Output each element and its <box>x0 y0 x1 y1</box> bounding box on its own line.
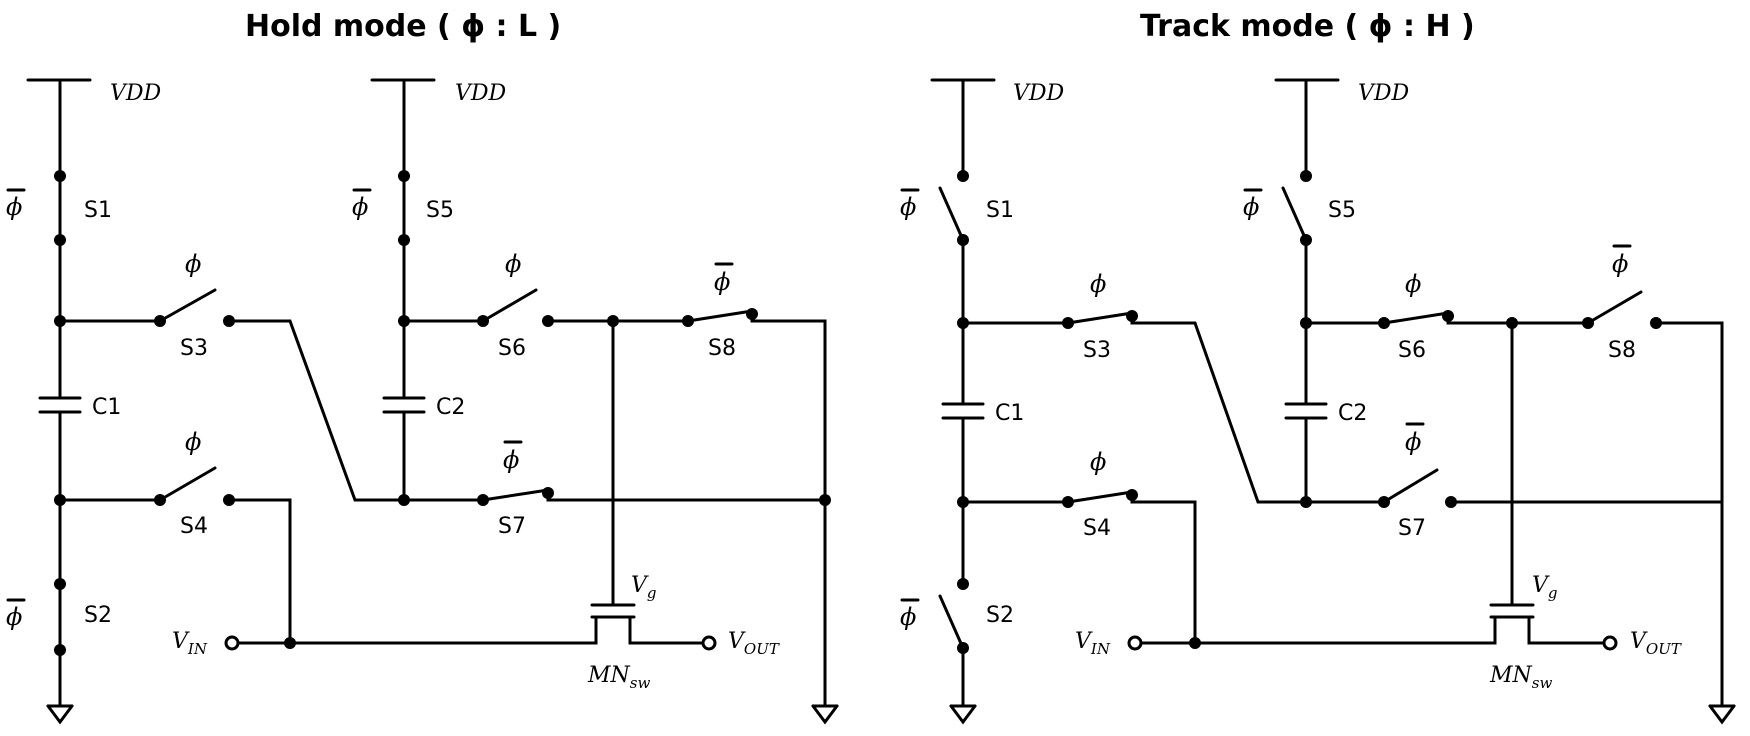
switch-s4: S4 ϕ <box>154 428 235 539</box>
switch-label: S4 <box>1083 516 1111 541</box>
switch-s5: S5 ϕ <box>1243 170 1356 325</box>
switch-s1: S1 ϕ <box>900 170 1014 325</box>
vdd-label: VDD <box>110 81 162 106</box>
capacitor-label: C2 <box>436 395 465 420</box>
vout-label: VOUT <box>728 629 780 658</box>
phi-label: ϕ <box>505 250 521 278</box>
phi-label: ϕ <box>1090 448 1106 476</box>
switch-s7: S7 ϕ <box>477 440 554 539</box>
hold-mode-title: Hold mode ( ϕ : L ) <box>245 9 561 44</box>
switch-label: S7 <box>498 514 526 539</box>
switch-label: S2 <box>84 603 112 628</box>
switch-label: S6 <box>1398 338 1426 363</box>
vin-label: VIN <box>1075 629 1111 658</box>
vdd-rail-left: VDD <box>930 78 1065 177</box>
track-mode-panel: Track mode ( ϕ : H ) VDD VDD S1 ϕ <box>900 9 1736 725</box>
vdd-label: VDD <box>1013 81 1065 106</box>
switch-s6: S6 ϕ <box>1378 270 1454 363</box>
switch-s6: S6 ϕ <box>477 250 554 361</box>
phi-bar-label: ϕ <box>6 603 22 631</box>
vdd-rail-left: VDD <box>26 78 162 177</box>
mnsw-label: MNsw <box>587 663 650 692</box>
switch-s2: S2 ϕ <box>900 578 1014 654</box>
vg-label: Vg <box>631 573 657 602</box>
switch-label: S1 <box>84 198 112 223</box>
phi-bar-label: ϕ <box>6 193 22 221</box>
switch-label: S5 <box>426 198 454 223</box>
vdd-rail-right: VDD <box>1274 78 1410 177</box>
capacitor-label: C1 <box>92 395 121 420</box>
phi-bar-label: ϕ <box>900 603 916 631</box>
ground-icon <box>949 704 977 725</box>
switch-label: S3 <box>180 336 208 361</box>
ground-icon <box>46 704 74 725</box>
vdd-label: VDD <box>1358 81 1410 106</box>
ground-icon <box>1708 704 1736 725</box>
vout-label: VOUT <box>1630 629 1682 658</box>
switch-label: S3 <box>1083 338 1111 363</box>
switch-label: S2 <box>986 603 1014 628</box>
phi-bar-label: ϕ <box>503 446 519 474</box>
phi-bar-label: ϕ <box>900 193 916 221</box>
transistor-mnsw: Vg MNsw <box>584 573 657 692</box>
switch-label: S8 <box>708 336 736 361</box>
switch-label: S7 <box>1398 516 1426 541</box>
vin-label: VIN <box>172 629 208 658</box>
phi-label: ϕ <box>185 250 201 278</box>
mnsw-label: MNsw <box>1489 663 1552 692</box>
switch-s4: S4 ϕ <box>1062 448 1138 541</box>
vin-terminal: VIN <box>1075 629 1143 658</box>
hold-mode-panel: Hold mode ( ϕ : L ) VDD VDD S1 ϕ <box>6 9 839 725</box>
switch-s7: S7 ϕ <box>1378 422 1457 541</box>
switch-label: S5 <box>1328 198 1356 223</box>
capacitor-c2: C2 <box>382 395 465 420</box>
capacitor-c2: C2 <box>1284 401 1367 426</box>
switch-s5: S5 ϕ <box>352 170 454 323</box>
capacitor-label: C2 <box>1338 401 1367 426</box>
track-mode-title: Track mode ( ϕ : H ) <box>1140 9 1475 44</box>
node <box>1189 637 1201 649</box>
node <box>284 637 296 649</box>
switch-s1: S1 ϕ <box>6 170 112 323</box>
phi-bar-label: ϕ <box>714 268 730 296</box>
vout-terminal: VOUT <box>701 629 780 658</box>
capacitor-label: C1 <box>995 401 1024 426</box>
vg-label: Vg <box>1532 573 1558 602</box>
capacitor-c1: C1 <box>941 401 1024 426</box>
phi-bar-label: ϕ <box>1612 250 1628 278</box>
vdd-label: VDD <box>455 81 507 106</box>
switch-s8: S8 ϕ <box>1582 244 1662 363</box>
vout-terminal: VOUT <box>1602 629 1682 658</box>
switch-s3: S3 ϕ <box>154 250 235 361</box>
switch-s8: S8 ϕ <box>682 262 758 361</box>
switch-s2: S2 ϕ <box>6 578 112 656</box>
phi-bar-label: ϕ <box>1405 428 1421 456</box>
phi-label: ϕ <box>185 428 201 456</box>
transistor-mnsw: Vg MNsw <box>1483 573 1558 692</box>
switch-label: S4 <box>180 514 208 539</box>
phi-label: ϕ <box>1090 270 1106 298</box>
switch-label: S1 <box>986 198 1014 223</box>
vin-terminal: VIN <box>172 629 240 658</box>
phi-label: ϕ <box>1405 270 1421 298</box>
capacitor-c1: C1 <box>38 395 121 420</box>
switch-label: S6 <box>498 336 526 361</box>
phi-bar-label: ϕ <box>352 193 368 221</box>
phi-bar-label: ϕ <box>1243 193 1259 221</box>
ground-icon <box>811 704 839 725</box>
switch-s3: S3 ϕ <box>1062 270 1138 363</box>
vdd-rail-right: VDD <box>370 78 507 177</box>
switch-label: S8 <box>1608 338 1636 363</box>
node <box>819 494 831 506</box>
